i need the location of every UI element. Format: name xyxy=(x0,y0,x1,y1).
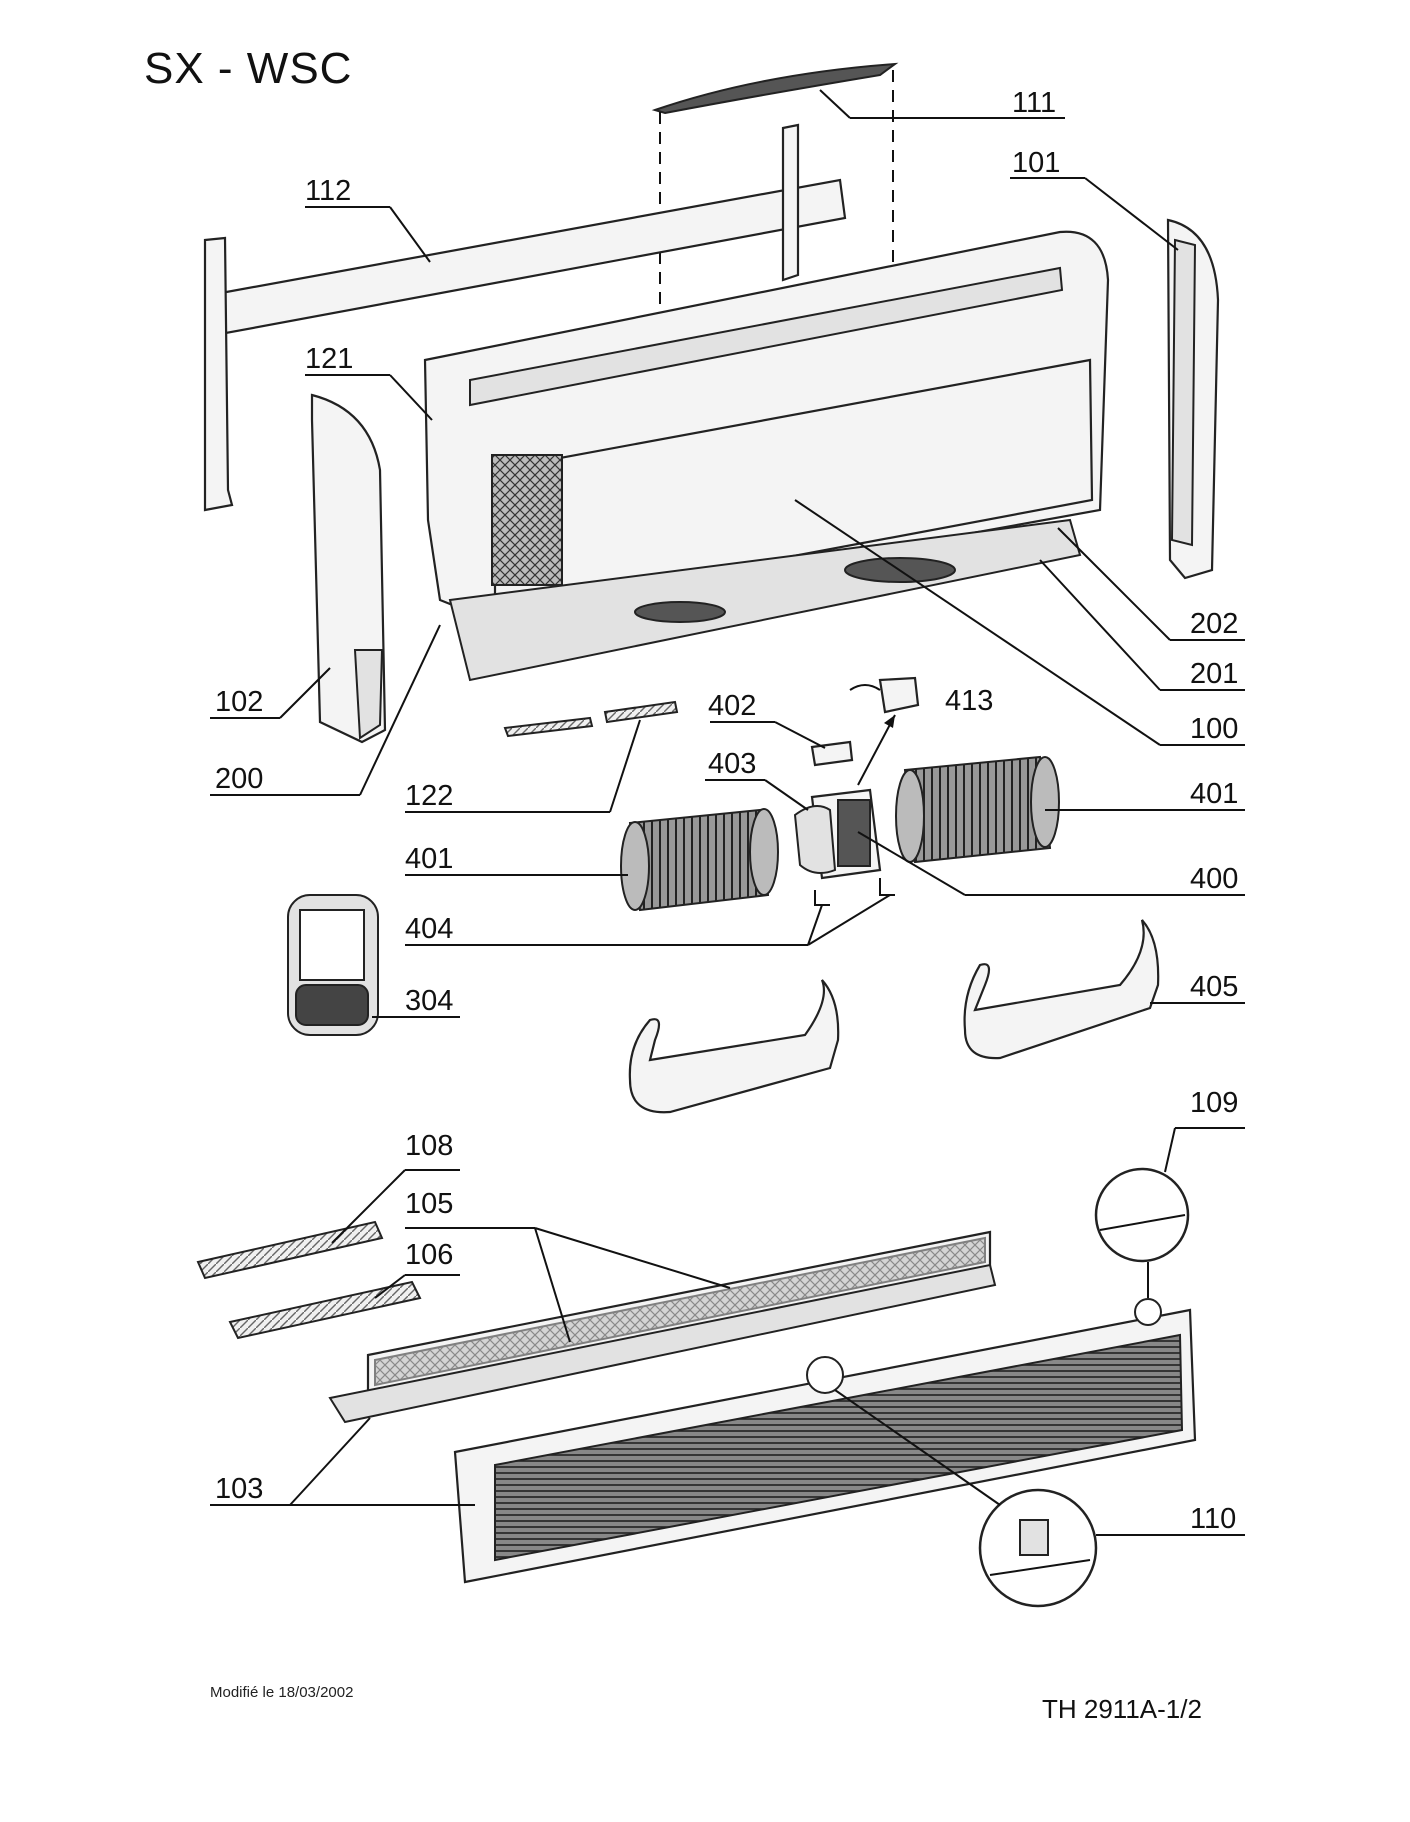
label-122: 122 xyxy=(405,780,453,812)
label-405: 405 xyxy=(1190,971,1238,1003)
part-400-motor xyxy=(793,788,895,906)
label-109: 109 xyxy=(1190,1087,1238,1119)
label-413: 413 xyxy=(945,685,993,717)
part-405-bracket-left xyxy=(628,979,840,1114)
leader-lines xyxy=(210,89,1245,1536)
label-108: 108 xyxy=(405,1130,453,1162)
label-111: 111 xyxy=(1012,87,1056,119)
label-404: 404 xyxy=(405,913,453,945)
label-200: 200 xyxy=(215,763,263,795)
label-400: 400 xyxy=(1190,863,1238,895)
label-105: 105 xyxy=(405,1188,453,1220)
part-122-strips xyxy=(503,700,679,738)
label-106: 106 xyxy=(405,1239,453,1271)
label-121: 121 xyxy=(305,343,353,375)
part-labels: 111 101 112 121 202 201 100 102 200 402 … xyxy=(215,87,1238,1535)
label-101: 101 xyxy=(1012,147,1060,179)
document-reference: TH 2911A-1/2 xyxy=(1042,1694,1202,1724)
modified-date: Modifié le 18/03/2002 xyxy=(210,1684,354,1701)
part-405-bracket-right xyxy=(963,919,1160,1060)
part-110-detail-circle xyxy=(806,1356,1098,1608)
label-112: 112 xyxy=(305,175,351,207)
label-102: 102 xyxy=(215,686,263,718)
part-106-filter-strip xyxy=(228,1280,422,1340)
part-109-detail-circle xyxy=(1094,1167,1190,1326)
part-101-right-panel xyxy=(1166,218,1220,580)
part-100-main-chassis xyxy=(423,230,1110,682)
part-112-top-bar xyxy=(203,123,847,512)
part-102-left-panel xyxy=(310,393,387,744)
part-304-remote-control xyxy=(287,894,379,1036)
part-413-connector xyxy=(849,676,920,714)
part-401-fan-left xyxy=(620,808,779,912)
part-108-filter-strip xyxy=(196,1220,384,1280)
label-401-right: 401 xyxy=(1190,778,1238,810)
label-110: 110 xyxy=(1190,1503,1236,1535)
label-401-left: 401 xyxy=(405,843,453,875)
label-103: 103 xyxy=(215,1473,263,1505)
part-402-capacitor xyxy=(810,740,854,767)
label-402: 402 xyxy=(708,690,756,722)
diagram-title: SX - WSC xyxy=(144,44,353,93)
part-401-fan-right xyxy=(895,755,1060,864)
part-103-front-grille xyxy=(453,1308,1197,1584)
label-202: 202 xyxy=(1190,608,1238,640)
part-105-filter-frame xyxy=(328,1230,997,1424)
label-304: 304 xyxy=(405,985,453,1017)
label-100: 100 xyxy=(1190,713,1238,745)
label-201: 201 xyxy=(1190,658,1238,690)
label-403: 403 xyxy=(708,748,756,780)
